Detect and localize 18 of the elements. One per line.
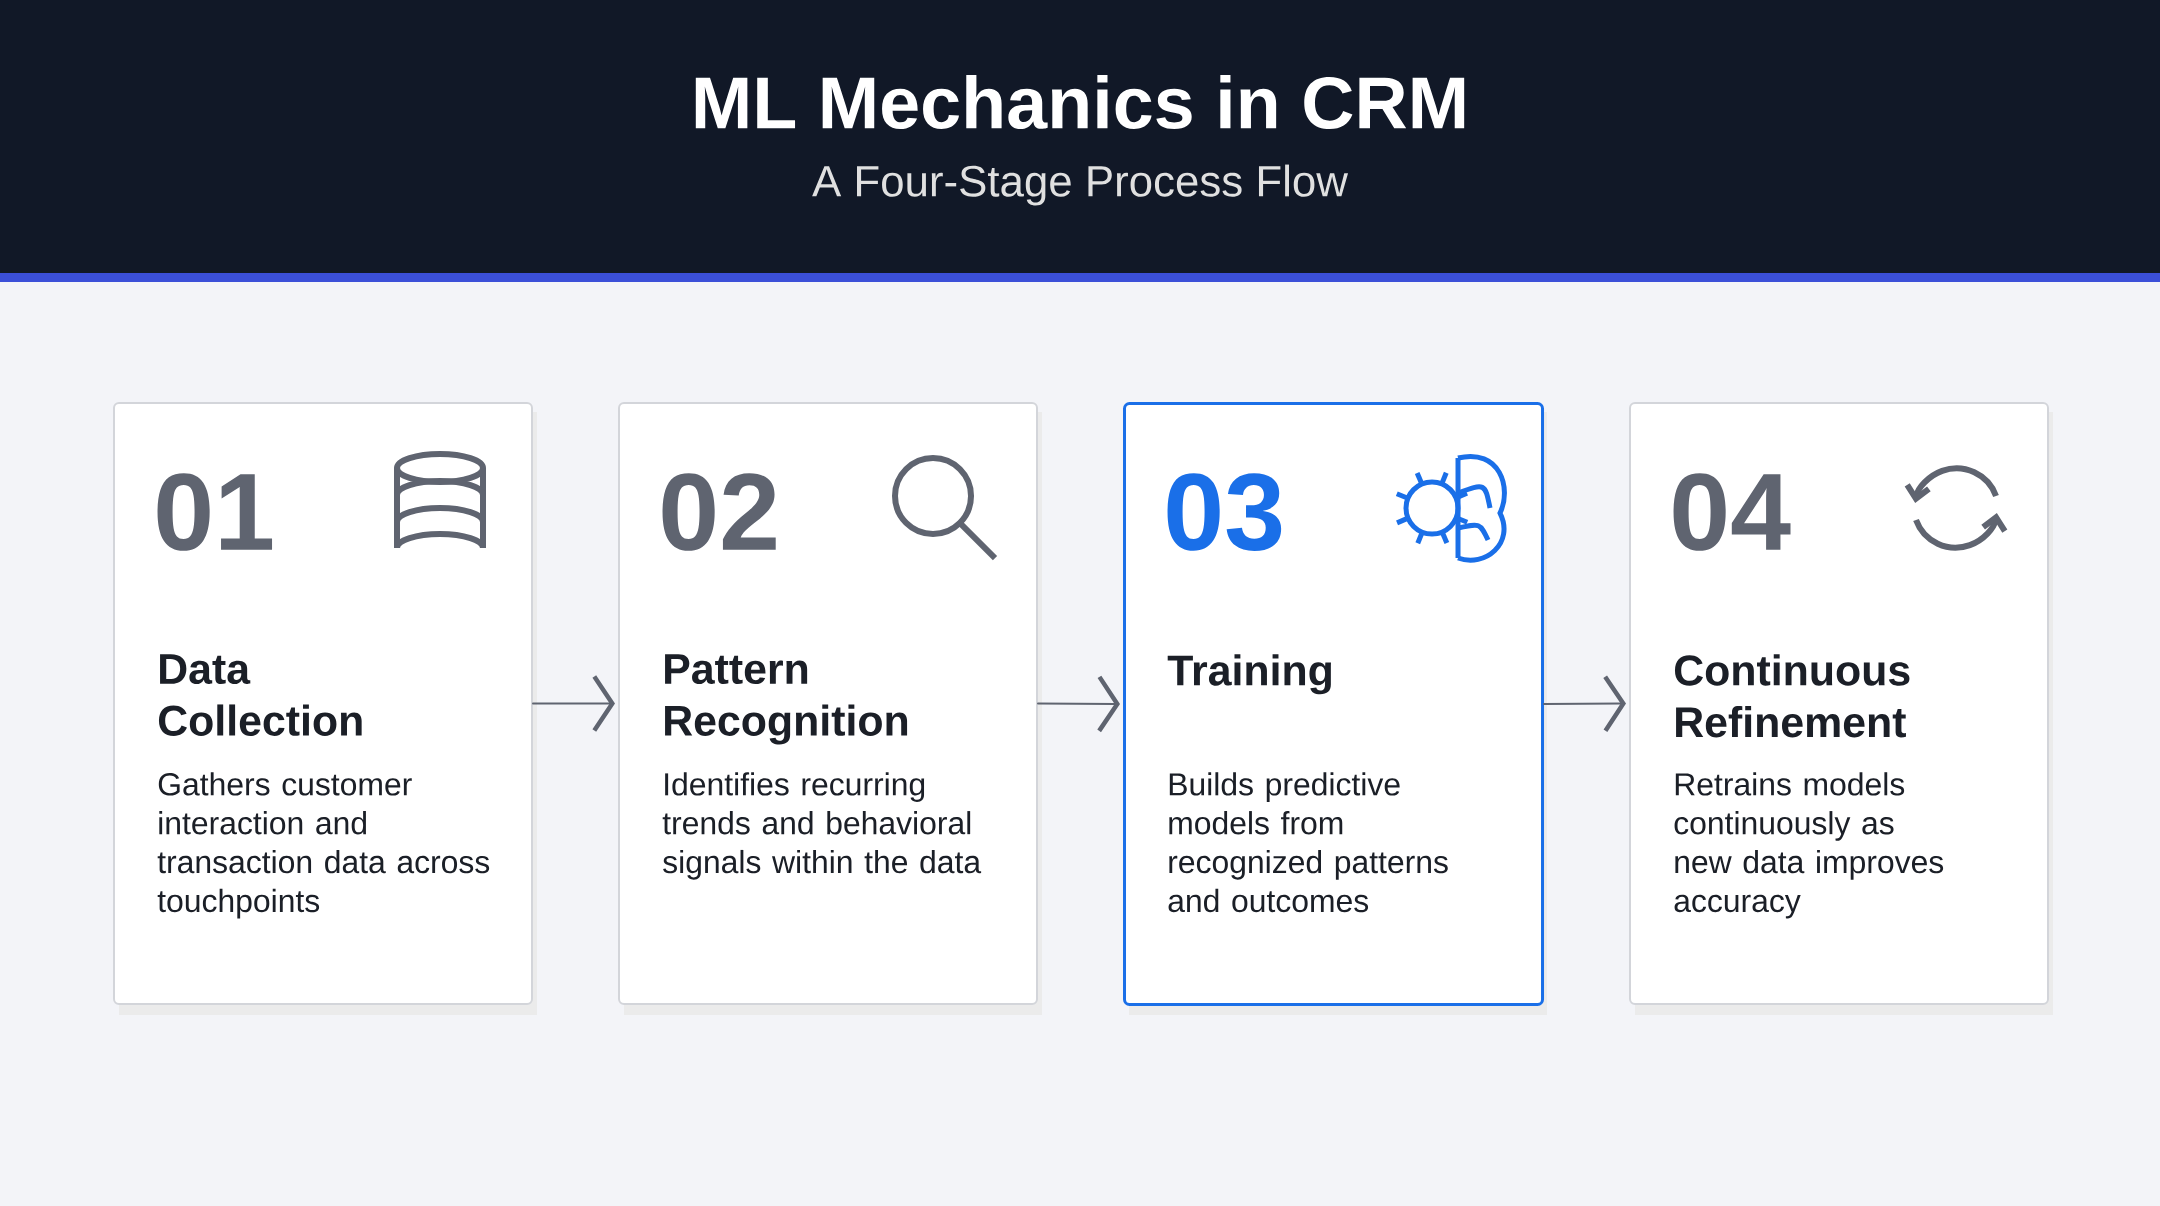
step-description: Gathers customer interaction and transaction data across touchpoints xyxy=(157,772,490,919)
step-heading: Continuous Refinement xyxy=(1674,654,1910,738)
step-card xyxy=(1123,402,1547,1015)
subtitle: A Four-Stage Process Flow xyxy=(812,164,1349,206)
step-number: 03 xyxy=(1167,473,1282,551)
step-description: Identifies recurring trends and behavioral signals within the data xyxy=(662,772,982,880)
step-number: 04 xyxy=(1673,473,1791,551)
step-number: 02 xyxy=(662,473,776,551)
step-card xyxy=(1629,402,2053,1015)
step-description: Builds predictive models from recognized patterns and outcomes xyxy=(1168,772,1448,913)
title: ML Mechanics in CRM xyxy=(695,74,1465,130)
step-heading: Training xyxy=(1167,654,1331,695)
step-heading: Data Collection xyxy=(158,654,362,736)
step-heading: Pattern Recognition xyxy=(665,654,908,745)
step-description: Retrains models continuously as new data improves accuracy xyxy=(1674,772,1944,919)
step-card xyxy=(113,402,537,1015)
step-card xyxy=(618,402,1042,1015)
step-number: 01 xyxy=(157,473,273,551)
